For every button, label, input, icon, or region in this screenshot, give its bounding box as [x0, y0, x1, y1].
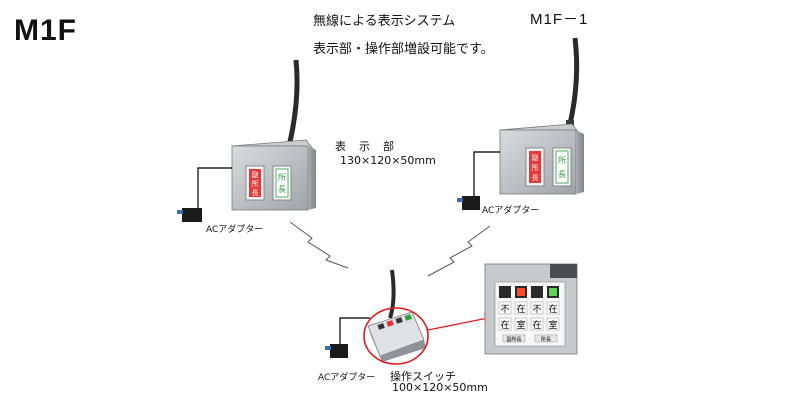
adapter-label-bottom: ACアダプター [318, 373, 376, 383]
panel-green-char-2-right: 長 [558, 170, 566, 179]
panel-red-char-3-right: 長 [532, 174, 539, 182]
zoom-footer-1: 副所長 [506, 336, 521, 343]
adapter-label-right: ACアダプター [482, 206, 540, 216]
cable-switch [339, 317, 370, 344]
adapter-left [182, 208, 202, 222]
display-unit-label: 表 示 部 [335, 140, 395, 153]
zoom-key-3 [531, 286, 543, 298]
cable-left [197, 167, 232, 210]
zoom-key-1 [499, 286, 511, 298]
panel-red-char-2-right: 所 [532, 163, 539, 172]
switch-unit-label: 操作スイッチ [390, 370, 456, 383]
panel-green-char-2: 長 [278, 185, 286, 194]
antenna-switch [388, 269, 396, 319]
zoom-key-top-3: 不 [532, 304, 541, 315]
model-title: M1F [14, 14, 77, 47]
headline-line-1: 無線による表示システム [313, 14, 456, 29]
zoom-key-bottom-4: 室 [548, 319, 557, 331]
zoom-key-bottom-2: 室 [516, 319, 525, 331]
zoom-key-top-4: 在 [548, 303, 557, 315]
cable-right [473, 151, 500, 196]
switch-unit-dimensions: 100×120×50mm [392, 381, 488, 394]
adapter-label-left: ACアダプター [206, 225, 264, 235]
zoom-led-red [517, 288, 525, 296]
pointer-arrow [427, 317, 489, 331]
panel-green-char-1-right: 所 [558, 155, 566, 165]
switch-unit [325, 269, 426, 362]
panel-red-char-1-right: 副 [532, 153, 539, 162]
wireless-signal-left [289, 221, 349, 269]
switch-zoom-panel: 不 在 不 在 在 室 在 室 副所長 所長 [484, 263, 578, 355]
zoom-key-top-2: 在 [516, 303, 525, 315]
zoom-key-bottom-1: 在 [500, 319, 509, 331]
display-unit-right: 副 所 長 所 長 [457, 37, 584, 210]
zoom-footer-2: 所長 [541, 336, 551, 343]
display-unit-dimensions: 130×120×50mm [340, 154, 436, 167]
antenna-right [567, 37, 580, 125]
model-variant-title: M1F－1 [530, 11, 589, 28]
panel-red-char-2: 所 [252, 179, 259, 188]
antenna-left [286, 59, 300, 147]
panel-green-right [555, 150, 569, 184]
headline-line-2: 表示部・操作部増設可能です。 [313, 42, 494, 57]
zoom-led-green [549, 288, 557, 296]
zoom-key-top-1: 不 [500, 304, 509, 315]
zoom-key-bottom-3: 在 [532, 319, 541, 331]
panel-red-right [529, 151, 541, 183]
panel-red-left [249, 169, 261, 197]
adapter-right [462, 196, 480, 210]
display-unit-left: 副 所 長 所 長 [177, 59, 316, 222]
panel-green-left [275, 168, 289, 198]
panel-red-char-3: 長 [252, 189, 259, 197]
wireless-signal-right [427, 225, 491, 277]
panel-green-char-1: 所 [278, 172, 286, 182]
highlight-ring [363, 307, 429, 365]
panel-red-char-1: 副 [252, 170, 259, 179]
adapter-switch [330, 344, 348, 358]
